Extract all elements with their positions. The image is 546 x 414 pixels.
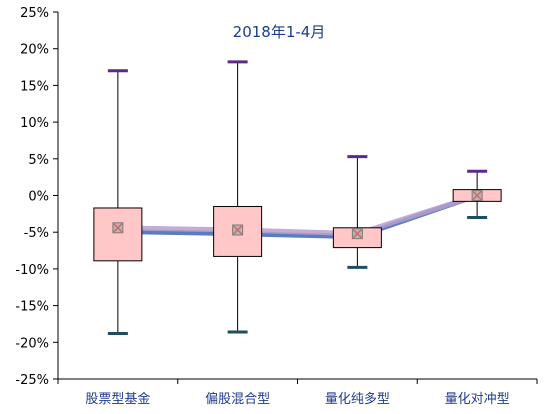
- boxes: [93, 60, 502, 335]
- x-category-label: 股票型基金: [85, 391, 150, 407]
- y-axis-ticks: 25% 20% 15% 10% 5% 0% -5% -10% -15% -20% -25%: [15, 6, 58, 388]
- mean-marker-cross: [232, 224, 244, 236]
- mean-line: [117, 193, 478, 237]
- y-tick-label: 15%: [20, 79, 49, 94]
- y-tick-label: -25%: [15, 373, 49, 388]
- series-lines: [117, 193, 478, 240]
- y-tick-label: 5%: [28, 153, 49, 168]
- x-category-label: 量化对冲型: [445, 392, 510, 407]
- y-tick-label: 10%: [20, 116, 49, 131]
- box-iqr: [93, 207, 143, 262]
- y-tick-label: -15%: [15, 300, 49, 315]
- chart-title: 2018年1-4月: [233, 23, 326, 41]
- mean-marker-cross: [112, 222, 124, 234]
- x-category-label: 量化纯多型: [325, 391, 390, 407]
- y-tick-label: -10%: [15, 263, 49, 278]
- y-tick-label: 20%: [20, 43, 49, 58]
- mean-marker-cross: [471, 189, 483, 202]
- y-tick-label: 25%: [20, 6, 49, 21]
- y-tick-label: -5%: [24, 226, 49, 241]
- y-tick-label: -20%: [15, 336, 49, 351]
- x-axis-categories: 股票型基金 偏股混合型 量化纯多型 量化对冲型: [57, 379, 538, 407]
- y-tick-label: 0%: [28, 190, 49, 205]
- mean-marker-cross: [351, 228, 363, 240]
- x-category-label: 偏股混合型: [205, 392, 270, 407]
